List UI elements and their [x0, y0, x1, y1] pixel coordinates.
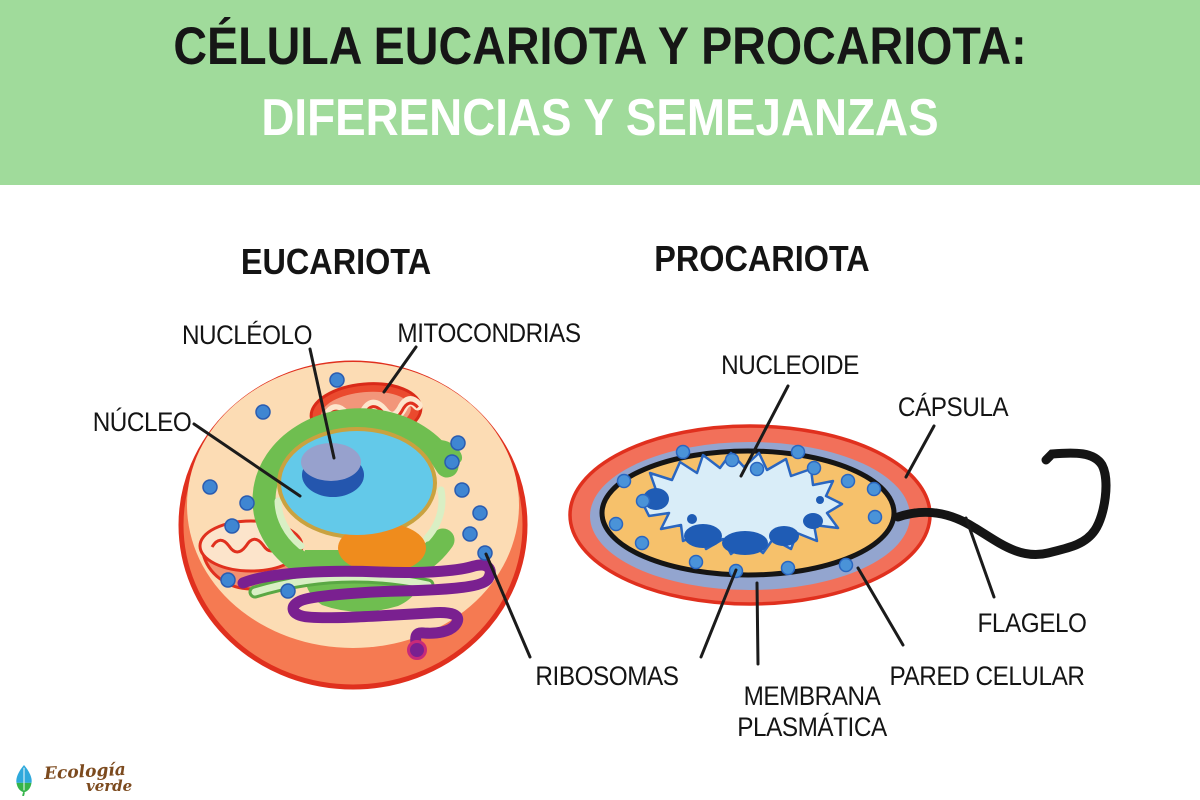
nucleoid-dna-clumps — [643, 488, 824, 555]
label-nucleoide: NUCLEOIDE — [721, 350, 859, 380]
er-sliver — [251, 573, 432, 596]
orange-organelle — [338, 523, 426, 573]
eukaryote-cell-illustration — [178, 360, 528, 690]
prokaryote-cell-illustration — [568, 424, 1111, 606]
logo-text-line2: verde — [86, 777, 133, 795]
label-membrana-line1: MEMBRANA — [743, 681, 881, 711]
page-title: CÉLULA EUCARIOTA Y PROCARIOTA: — [173, 17, 1027, 76]
label-pared-celular: PARED CELULAR — [889, 661, 1085, 691]
nucleo-pointer-line — [192, 422, 302, 498]
mitocondrias-pointer-line — [382, 345, 418, 394]
nucleoide-pointer-line — [739, 384, 790, 478]
leaf-icon — [16, 764, 32, 796]
label-ribosomas: RIBOSOMAS — [535, 661, 679, 691]
label-nucleo: NÚCLEO — [92, 407, 192, 437]
label-flagelo: FLAGELO — [977, 608, 1087, 638]
ribosomas-left-pointer-line — [484, 552, 532, 659]
flagelo-pointer-line — [964, 516, 996, 599]
ecologia-verde-logo: Ecología verde — [12, 756, 142, 798]
label-capsula: CÁPSULA — [897, 392, 1009, 422]
golgi-end-vesicle — [407, 640, 427, 660]
membrana-pointer-line — [755, 581, 760, 666]
label-mitocondrias: MITOCONDRIAS — [397, 318, 581, 348]
label-nucleolo: NUCLÉOLO — [181, 320, 313, 350]
page-subtitle: DIFERENCIAS Y SEMEJANZAS — [261, 89, 939, 147]
eukaryote-heading: EUCARIOTA — [240, 241, 432, 282]
label-membrana-plasmatica: MEMBRANA PLASMÁTICA — [686, 681, 938, 743]
prokaryote-heading: PROCARIOTA — [654, 238, 870, 279]
flagellum-shape — [893, 448, 1111, 559]
prokaryote-ribosome-dots — [608, 444, 883, 579]
nucleolo-pointer-line — [308, 347, 336, 460]
ribosomas-right-pointer-line — [699, 568, 738, 659]
pared-pointer-line — [856, 566, 905, 647]
header-banner: CÉLULA EUCARIOTA Y PROCARIOTA: DIFERENCI… — [0, 0, 1200, 185]
pointer-lines — [192, 345, 996, 666]
capsula-pointer-line — [904, 424, 936, 479]
label-membrana-line2: PLASMÁTICA — [737, 712, 887, 742]
golgi-squiggle — [237, 559, 496, 649]
nucleolus-shape — [301, 443, 361, 481]
